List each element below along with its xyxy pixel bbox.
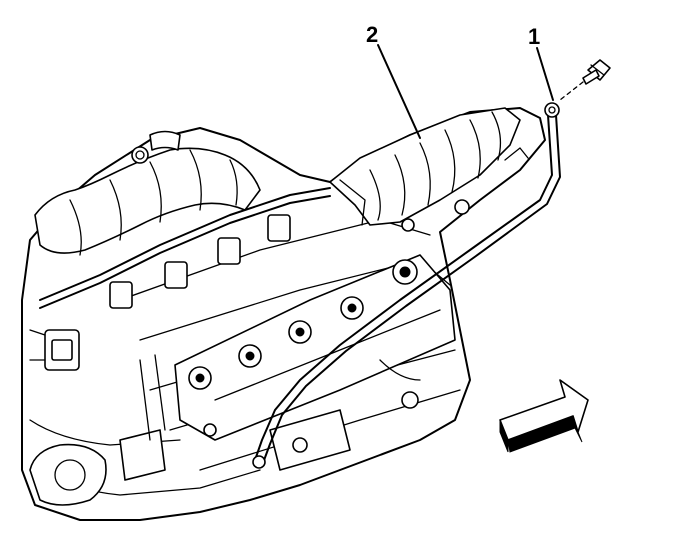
- callout-1-label: 1: [528, 24, 540, 49]
- support-rod: [252, 102, 561, 469]
- injectors: [29, 214, 291, 371]
- bolt-icon: [559, 59, 611, 101]
- intake-manifold: [34, 130, 261, 256]
- front-direction-arrow-icon: [499, 379, 589, 453]
- valve-cover: [174, 254, 456, 441]
- lower-engine: [29, 354, 421, 506]
- callout-2-label: 2: [366, 22, 378, 47]
- callout-leaders: [377, 44, 554, 139]
- heat-shield: [329, 107, 529, 232]
- fuel-rail: [39, 187, 331, 309]
